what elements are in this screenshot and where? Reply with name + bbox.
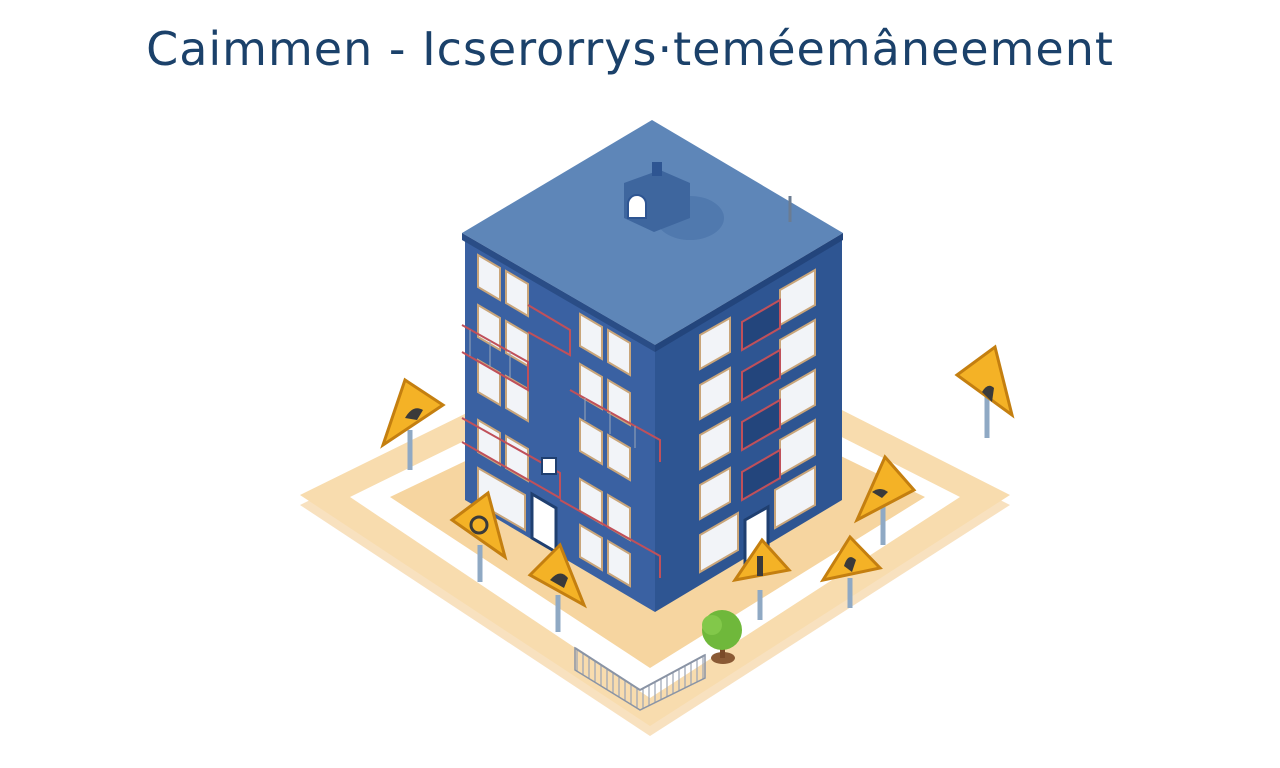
warning-sign-icon: [731, 537, 792, 620]
right-balconies: [741, 298, 781, 502]
rooftop-hatch-icon: [624, 162, 724, 240]
diagram-title: Caimmen - Icserorrys·teméemâneement: [146, 22, 1114, 76]
warning-sign-icon: [954, 344, 1015, 438]
right-windows: [699, 268, 816, 574]
left-balcony-rails: [469, 330, 636, 448]
fence-icon: [574, 646, 706, 711]
warning-sign-icon: [380, 377, 446, 470]
warning-sign-icon: [819, 534, 883, 608]
warning-sign-icon: [449, 490, 508, 582]
warning-sign-icon: [527, 542, 587, 632]
apartment-building: [461, 120, 843, 612]
tree-icon: [702, 610, 742, 664]
warning-sign-icon: [853, 454, 917, 545]
left-balconies: [461, 304, 661, 578]
